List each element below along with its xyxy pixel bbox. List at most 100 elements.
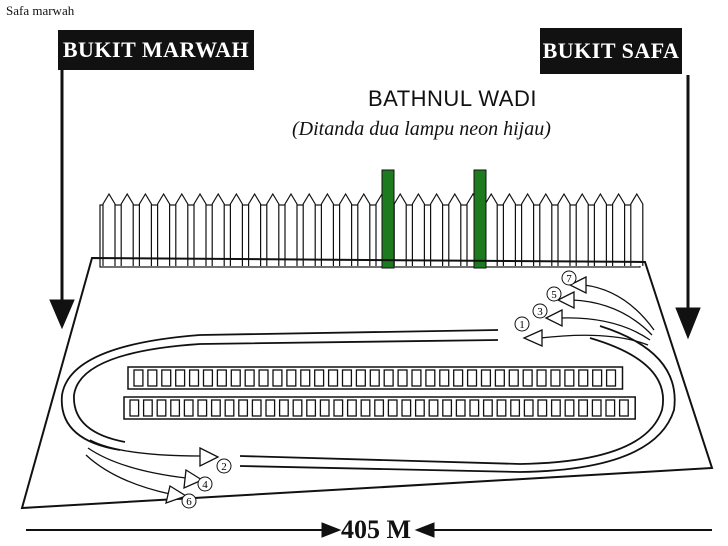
fence-picket [430,192,444,266]
fence-picket [102,192,116,266]
barrier-post [224,399,235,417]
barrier-post [369,369,380,387]
barrier-post [341,369,353,387]
barrier-post [605,369,617,387]
svg-text:7: 7 [566,273,572,285]
distance-label: 405 M [340,515,412,544]
barrier-post [383,369,394,387]
fence-picket [211,192,225,266]
barrier-post [428,399,439,417]
barrier-post [360,399,371,417]
barrier-post [411,369,422,387]
barrier-band [127,366,624,390]
barrier-post [455,399,466,417]
fence-picket [175,192,189,266]
barrier-post [618,399,629,417]
barrier-post [591,399,602,417]
svg-text:4: 4 [202,479,208,491]
fence-picket [521,192,535,266]
fence-picket [193,192,207,266]
barrier-post [387,399,398,417]
fence-picket [138,192,152,266]
lap-number-3: 3 [532,303,548,319]
barrier-post [183,399,194,417]
barrier-post [292,399,303,417]
barrier-post [469,399,480,417]
barrier-post [175,369,186,387]
barrier-post [286,369,297,387]
svg-text:6: 6 [186,496,192,508]
barrier-post [244,369,255,387]
barrier-post [401,399,412,417]
fence-picket [502,192,516,266]
fence-picket [229,192,243,266]
barrier-post [197,399,208,417]
barrier-post [508,369,519,387]
barrier-post [355,369,366,387]
fence-picket [120,192,134,266]
barrier-row-bottom [123,396,636,420]
barrier-post [550,369,561,387]
barrier-post [564,369,575,387]
fence-picket [612,192,626,266]
green-neon-light-right [473,169,487,269]
barrier-post [605,399,616,417]
barrier-post [425,369,436,387]
barrier-post [133,369,144,387]
fence-picket [448,192,462,266]
diagram-subtitle: (Ditanda dua lampu neon hijau) [292,118,551,140]
barrier-post [523,399,534,417]
lap-number-7: 7 [561,270,577,286]
barrier-post [397,369,408,387]
barrier-post [536,369,547,387]
barrier-post [327,369,339,387]
lap-number-6: 6 [181,493,197,509]
fence-picket [302,192,316,266]
barrier-post [442,399,453,417]
barrier-post [592,369,603,387]
svg-text:2: 2 [221,461,227,473]
barrier-post [494,369,505,387]
fence [99,192,644,268]
fence-picket [393,192,407,266]
lap-number-4: 4 [197,476,213,492]
fence-picket [575,192,589,266]
lap-number-2: 2 [216,458,232,474]
lap-arrows-left [85,439,220,505]
fence-picket [248,192,262,266]
barrier-post [314,369,325,387]
svg-text:3: 3 [537,306,543,318]
barrier-post [480,369,492,387]
diagram-title: BATHNUL WADI [368,86,537,111]
barrier-post [300,369,311,387]
marwah-pointer-arrow [49,70,75,330]
barrier-post [202,369,214,387]
barrier-post [258,369,269,387]
barrier-post [170,399,181,417]
barrier-post [147,369,158,387]
fence-picket [484,192,498,266]
sign-bukit-marwah: BUKIT MARWAH [58,30,254,70]
safa-pointer-arrow [675,75,701,340]
barrier-post [578,369,589,387]
fence-picket [157,192,171,266]
barrier-post [453,369,464,387]
fence-picket [539,192,553,266]
lap-number-1: 1 [514,316,530,332]
barrier-band [123,396,636,420]
lap-number-5: 5 [546,286,562,302]
barrier-post [251,399,262,417]
sign-bukit-safa: BUKIT SAFA [540,28,682,74]
barrier-post [265,399,276,417]
barrier-post [142,399,153,417]
svg-text:1: 1 [519,319,525,331]
barrier-post [439,369,450,387]
fence-picket [357,192,371,266]
barrier-post [333,399,344,417]
fence-picket [593,192,607,266]
walking-track [60,325,676,473]
barrier-post [319,399,330,417]
barrier-post [156,399,167,417]
barrier-post [216,369,227,387]
